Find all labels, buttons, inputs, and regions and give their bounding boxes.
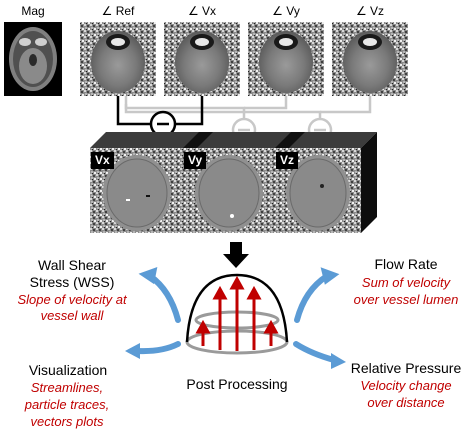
label-ref-phase: ∠ Ref xyxy=(101,4,135,18)
velocity-volume-stack xyxy=(90,132,377,233)
wss-title-line-2: Stress (WSS) xyxy=(29,274,115,290)
visualization-desc-line-1: Streamlines, xyxy=(30,380,104,395)
label-mag: Mag xyxy=(21,4,45,18)
velocity-tag-vz: Vz xyxy=(276,152,299,169)
arrowhead-pressure-icon xyxy=(331,353,346,369)
visualization-title: Visualization xyxy=(28,362,108,378)
velocity-profile-graphic xyxy=(185,273,289,355)
relative-pressure-desc-line-1: Velocity change xyxy=(360,378,452,393)
mri-image-mag xyxy=(4,22,62,96)
label-vy-phase: ∠ Vy xyxy=(272,4,300,18)
wss-title-line-1: Wall Shear xyxy=(38,257,106,273)
label-vz-phase: ∠ Vz xyxy=(355,4,385,18)
mri-image-vx-phase xyxy=(164,22,240,96)
visualization-desc-line-2: particle traces, xyxy=(24,397,110,412)
label-vx-phase: ∠ Vx xyxy=(187,4,217,18)
relative-pressure-desc-line-2: over distance xyxy=(367,395,445,410)
arrowhead-flow-rate-icon xyxy=(320,267,340,285)
flow-rate-desc-line-1: Sum of velocity xyxy=(361,275,451,290)
arrowhead-visualization-icon xyxy=(125,343,140,359)
mri-image-vz-phase xyxy=(332,22,408,96)
arrowhead-wss-icon xyxy=(138,266,158,285)
mri-image-ref-phase xyxy=(80,22,156,96)
wss-desc-line-2: vessel wall xyxy=(40,308,104,323)
mri-image-vy-phase xyxy=(248,22,324,96)
flow-rate-title: Flow Rate xyxy=(374,256,438,272)
visualization-desc-line-3: vectors plots xyxy=(30,414,104,429)
flow-rate-desc-line-2: over vessel lumen xyxy=(353,292,459,307)
relative-pressure-title: Relative Pressure xyxy=(350,360,462,376)
wss-desc-line-1: Slope of velocity at xyxy=(17,292,127,307)
down-arrow-icon xyxy=(223,242,249,268)
velocity-tag-vx: Vx xyxy=(91,152,114,169)
velocity-tag-vy: Vy xyxy=(184,152,207,169)
post-processing-caption: Post Processing xyxy=(186,376,288,392)
